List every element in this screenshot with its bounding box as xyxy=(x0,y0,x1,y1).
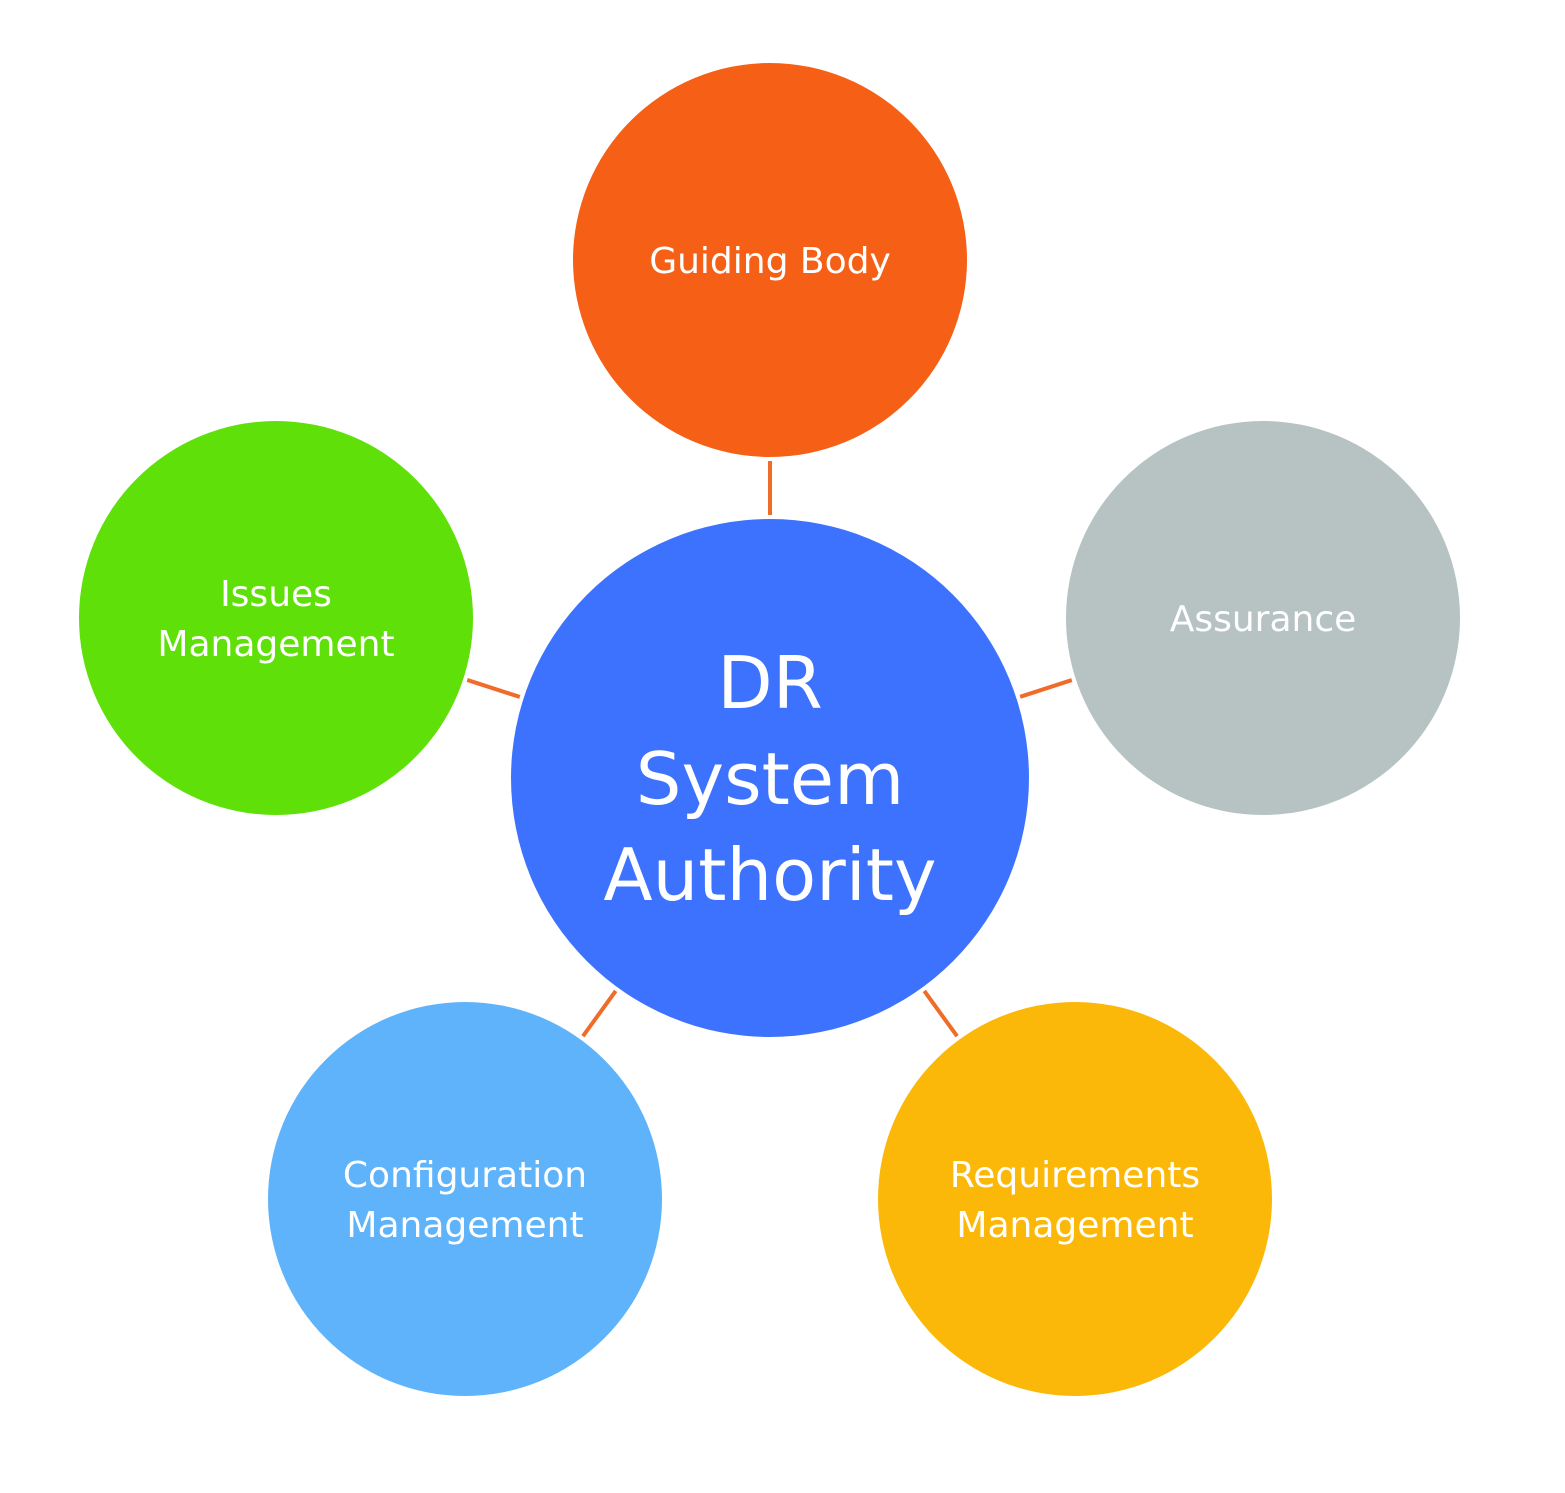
node-assurance: Assurance xyxy=(1066,421,1460,815)
node-circle-requirements-management xyxy=(878,1002,1272,1396)
node-label-requirements-management-line-2: Management xyxy=(956,1205,1193,1246)
node-circle-issues-management xyxy=(79,421,473,815)
hub-circle xyxy=(511,519,1029,1037)
hub-label-line-3: Authority xyxy=(603,833,936,917)
connector-assurance xyxy=(1019,678,1073,699)
connectors xyxy=(466,461,1073,1038)
nodes: Guiding BodyAssuranceRequirementsManagem… xyxy=(79,63,1460,1396)
node-label-guiding-body-line-1: Guiding Body xyxy=(649,241,891,282)
hub-label-line-1: DR xyxy=(717,641,822,725)
node-circle-configuration-management xyxy=(268,1002,662,1396)
node-guiding-body: Guiding Body xyxy=(573,63,967,457)
node-circle-guiding-body xyxy=(573,63,967,457)
hub-label-line-2: System xyxy=(636,737,905,821)
node-label-requirements-management-line-1: Requirements xyxy=(950,1155,1200,1196)
connector-issues-management xyxy=(466,678,521,699)
connector-configuration-management xyxy=(581,989,618,1038)
node-label-configuration-management-line-2: Management xyxy=(346,1205,583,1246)
connector-requirements-management xyxy=(922,989,959,1038)
node-label-assurance-line-1: Assurance xyxy=(1170,599,1357,640)
node-circle-assurance xyxy=(1066,421,1460,815)
node-label-configuration-management-line-1: Configuration xyxy=(343,1155,587,1196)
node-label-issues-management-line-1: Issues xyxy=(220,574,332,615)
node-label-issues-management-line-2: Management xyxy=(157,624,394,665)
